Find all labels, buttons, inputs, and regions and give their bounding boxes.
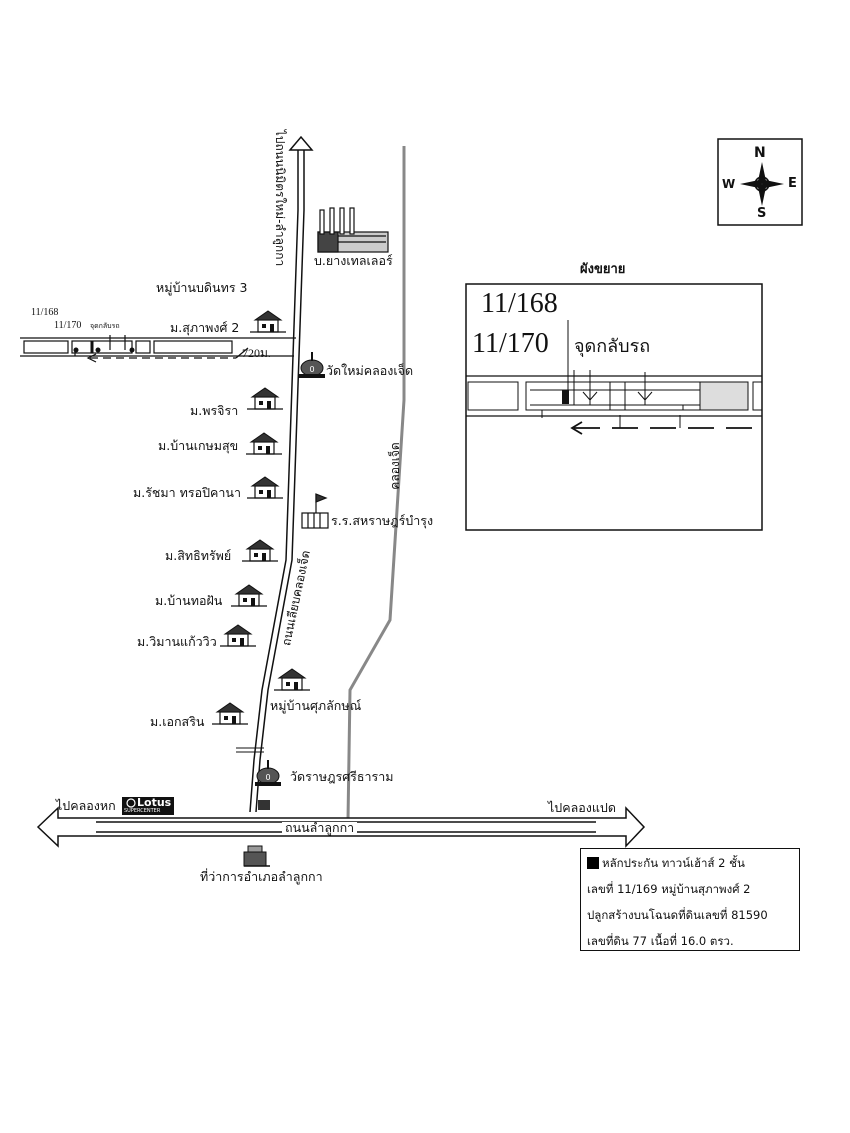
school-icon — [301, 493, 329, 529]
lotus-text: Lotus — [137, 796, 172, 809]
legend-box: หลักประกัน ทาวน์เฮ้าส์ 2 ชั้น เลขที่ 11/… — [580, 848, 800, 951]
lotus-subtext: SUPERCENTER — [124, 808, 161, 814]
bridge-marks — [236, 747, 264, 753]
canal-label: คลองเจ็ด — [388, 442, 402, 490]
inset-lot-b: 11/170 — [472, 328, 549, 359]
school-label: ร.ร.สหราษฎร์บำรุง — [331, 513, 434, 528]
canal-gate-icon — [258, 800, 270, 810]
compass-n: N — [754, 145, 766, 161]
uturn-label: จุดกลับรถ — [90, 322, 120, 330]
lotus-logo — [122, 797, 174, 815]
ekasarin-label: ม.เอกสริน — [150, 714, 205, 729]
legend-line-4: เลขที่ดิน 77 เนื้อที่ 16.0 ตรว. — [587, 934, 734, 948]
house-icon-kasem — [245, 432, 283, 455]
factory-icon — [317, 207, 389, 253]
lot-markers — [73, 347, 135, 353]
pornjira-label: ม.พรจิรา — [190, 403, 239, 418]
legend-line-1: หลักประกัน ทาวน์เฮ้าส์ 2 ชั้น — [587, 855, 793, 873]
house-icon-supapong — [249, 310, 287, 333]
wiman-label: ม.วิมานแก้ววิว — [137, 634, 217, 649]
distance-arrow — [86, 347, 249, 363]
collateral-square-icon — [587, 857, 599, 869]
inset-lot-a: 11/168 — [481, 288, 558, 319]
house-icon-pornjira — [246, 387, 284, 410]
compass-w: W — [722, 177, 736, 191]
wat-rat-label: วัดราษฎรศรีธาราม — [290, 769, 394, 784]
legend-line-3: ปลูกสร้างบนโฉนดที่ดินเลขที่ 81590 — [587, 908, 768, 922]
baan-suppalak-label: หมู่บ้านศุภลักษณ์ — [270, 698, 362, 713]
legend-line-2: เลขที่ 11/169 หมู่บ้านสุภาพงศ์ 2 — [587, 882, 751, 896]
house-icon-torfan — [230, 584, 268, 607]
inset-title: ผังขยาย — [580, 262, 626, 277]
district-office-icon — [243, 845, 270, 867]
lot-a-label: 11/168 — [31, 307, 59, 318]
temple-icon-wat-rat — [254, 759, 282, 787]
house-icon-ratchama — [246, 476, 284, 499]
north-road-label: ไปถนนนิมิตรใหม่-ลำลูกกา — [273, 129, 287, 267]
inset-collateral-unit — [562, 390, 569, 404]
main-road — [249, 150, 305, 813]
bottom-road-label: ถนนลำลูกกา — [282, 821, 358, 835]
supapong-label: ม.สุภาพงศ์ 2 — [170, 320, 240, 335]
inset-map — [465, 283, 763, 531]
side-road — [20, 335, 296, 357]
lot-b-label: 11/170 — [54, 320, 82, 331]
road-north-arrow — [288, 135, 314, 151]
sitthisap-label: ม.สิทธิทรัพย์ — [165, 548, 232, 563]
inset-uturn: จุดกลับรถ — [574, 336, 651, 357]
ratchama-label: ม.รัชมา ทรอปิคานา — [133, 485, 241, 500]
district-office-label: ที่ว่าการอำเภอลำลูกกา — [200, 869, 323, 884]
distance-label: 720ม. — [242, 346, 271, 360]
compass-e: E — [788, 176, 797, 191]
baan-kasem-label: ม.บ้านเกษมสุข — [158, 438, 239, 453]
house-icon-ekasarin — [211, 702, 249, 725]
compass — [717, 138, 803, 226]
house-icon-wiman — [219, 624, 257, 647]
house-icon-sitthisap — [241, 539, 279, 562]
baan-torfan-label: ม.บ้านทอฝัน — [155, 593, 223, 608]
house-icon-suppalak — [273, 668, 311, 691]
baan-boditoon-label: หมู่บ้านบดินทร 3 — [156, 280, 248, 295]
wat-mai-label: วัดใหม่คลองเจ็ด — [326, 363, 414, 378]
temple-icon-wat-mai — [298, 351, 326, 379]
factory-label: บ.ยางเทลเลอร์ — [314, 253, 393, 268]
to-right-label: ไปคลองแปด — [548, 800, 616, 815]
compass-s: S — [757, 206, 767, 221]
to-left-label: ไปคลองหก — [56, 798, 116, 813]
canal-line — [346, 146, 406, 821]
